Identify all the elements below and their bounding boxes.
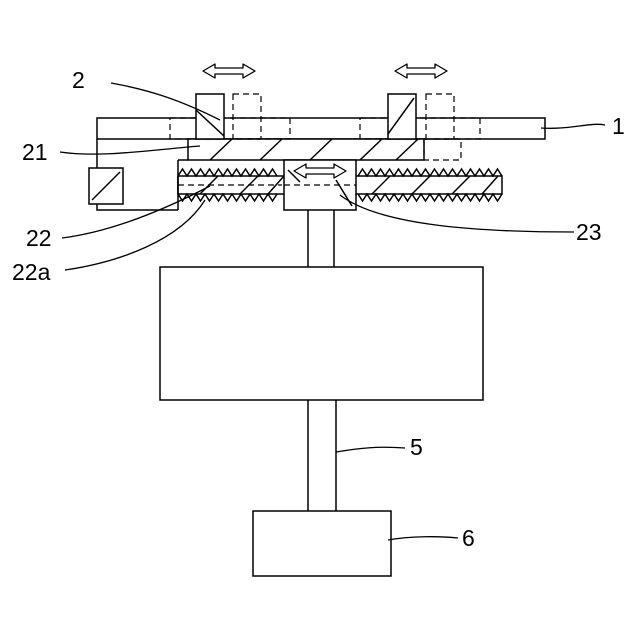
label-22a: 22a <box>12 259 51 285</box>
label-21: 21 <box>22 139 48 165</box>
left-small-block <box>89 168 123 204</box>
base-6 <box>253 511 391 576</box>
label-2: 2 <box>72 67 85 93</box>
double-arrow-right-icon <box>395 64 447 78</box>
label-5: 5 <box>410 434 423 460</box>
leader-6 <box>388 537 458 540</box>
leader-23 <box>340 195 574 232</box>
leader-21 <box>60 146 200 154</box>
beam-1 <box>97 118 545 139</box>
leader-5 <box>336 447 405 452</box>
double-arrow-left-icon <box>203 64 255 78</box>
upper-column <box>308 210 334 267</box>
label-23: 23 <box>576 219 602 245</box>
label-6: 6 <box>462 525 475 551</box>
label-1: 1 <box>612 113 625 139</box>
label-22: 22 <box>26 225 52 251</box>
main-body <box>160 267 483 400</box>
carriage-21 <box>188 139 461 160</box>
shaft-5 <box>308 400 336 511</box>
leader-1 <box>541 124 605 128</box>
